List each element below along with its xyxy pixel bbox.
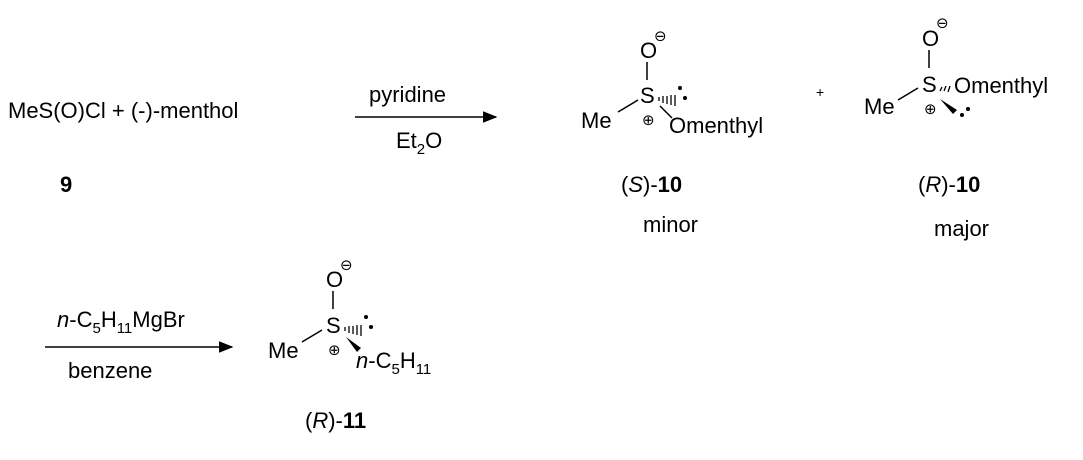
omenthyl-group: Omenthyl: [954, 73, 1048, 98]
reaction-arrow-1: pyridine Et2O: [355, 82, 498, 158]
sulfur-atom: S: [640, 83, 655, 108]
reagent-pyridine: pyridine: [369, 82, 446, 107]
stereo-label-r-10: (R)-10: [918, 172, 980, 197]
major-label: major: [934, 216, 989, 241]
wedge-bond: [346, 337, 361, 352]
hashed-bond: [939, 85, 951, 93]
me-s-bond: [301, 329, 323, 343]
reaction-arrow-2: n-C5H11MgBr benzene: [45, 307, 234, 383]
solvent-benzene: benzene: [68, 358, 152, 383]
oxygen-atom: O: [640, 38, 657, 63]
s-omenthyl-bond: [659, 105, 673, 119]
hashed-bond: [344, 325, 362, 336]
plus-sign: +: [816, 84, 824, 100]
minus-charge: ⊖: [936, 15, 949, 32]
stereo-label-r-11: (R)-11: [305, 408, 366, 433]
wedge-bond: [940, 99, 957, 114]
plus-charge: ⊕: [924, 101, 937, 118]
compound-number-9: 9: [60, 172, 72, 197]
oxygen-atom: O: [922, 26, 939, 51]
lone-pair-dot: [683, 96, 687, 100]
lone-pair-dot: [678, 86, 682, 90]
solvent-ether: Et2O: [396, 128, 442, 158]
plus-charge: ⊕: [642, 112, 655, 129]
structure-r-10: O ⊖ S ⊕ Me Omenthyl (R)-10 major: [864, 15, 1048, 241]
methyl-group: Me: [864, 94, 895, 119]
lone-pair-dot: [369, 325, 373, 329]
methyl-group: Me: [268, 338, 299, 363]
methyl-group: Me: [581, 108, 612, 133]
structure-s-10: O ⊖ S ⊕ Me Omenthyl (S)-10 minor: [581, 28, 763, 237]
lone-pair-dot: [960, 113, 964, 117]
lone-pair-dot: [364, 315, 368, 319]
minus-charge: ⊖: [340, 257, 353, 274]
hashed-bond: [658, 95, 676, 106]
sulfur-atom: S: [922, 72, 937, 97]
structure-r-11: O ⊖ S ⊕ Me n-C5H11 (R)-11: [268, 257, 431, 433]
oxygen-atom: O: [326, 267, 343, 292]
reactants: MeS(O)Cl + (-)-menthol 9: [8, 98, 238, 197]
me-s-bond: [897, 87, 919, 101]
minus-charge: ⊖: [654, 28, 667, 45]
pentyl-group: n-C5H11: [356, 348, 431, 378]
plus-charge: ⊕: [328, 342, 341, 359]
sulfur-atom: S: [326, 313, 341, 338]
lone-pair-dot: [966, 107, 970, 111]
reagent-grignard: n-C5H11MgBr: [57, 307, 185, 337]
stereo-label-s-10: (S)-10: [621, 172, 682, 197]
reactants-formula: MeS(O)Cl + (-)-menthol: [8, 98, 238, 123]
omenthyl-group: Omenthyl: [669, 113, 763, 138]
me-s-bond: [617, 99, 639, 113]
minor-label: minor: [643, 212, 698, 237]
